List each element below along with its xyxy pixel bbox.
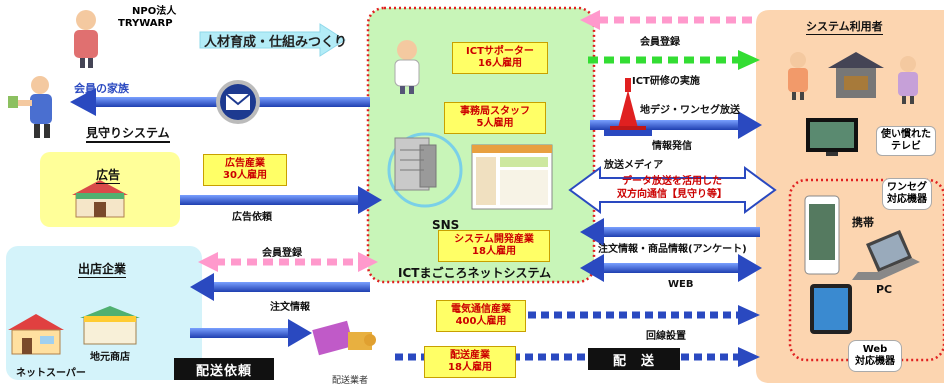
ad-jobs-line1: 広告産業 bbox=[225, 158, 265, 169]
office-line2: 5人雇用 bbox=[476, 118, 514, 129]
ict-training-label: ICT研修の実施 bbox=[632, 76, 700, 87]
pc-label: PC bbox=[876, 283, 893, 296]
laptop-icon bbox=[852, 230, 920, 280]
oneseg-line1: ワンセグ bbox=[887, 182, 927, 193]
mobile-label: 携帯 bbox=[852, 216, 874, 229]
ad-jobs-line2: 30人雇用 bbox=[223, 170, 267, 181]
order-left-arrow bbox=[190, 273, 370, 301]
stores-title: 出店企業 bbox=[78, 262, 127, 278]
ad-request-arrow bbox=[180, 186, 382, 214]
tv-tower-icon bbox=[604, 78, 652, 136]
npo-line1: NPO法人 bbox=[132, 6, 177, 17]
telecom-line2: 400人雇用 bbox=[455, 316, 507, 327]
local-shop-label: 地元商店 bbox=[90, 352, 130, 363]
supporter-line2: 16人雇用 bbox=[478, 58, 522, 69]
ad-jobs-box: 広告産業 30人雇用 bbox=[203, 154, 287, 186]
tv-line1: 使い慣れた bbox=[881, 129, 931, 140]
user-person-icon-2 bbox=[898, 56, 918, 104]
pink-arrow-left bbox=[198, 252, 378, 272]
web-device-line1: Web bbox=[862, 344, 888, 355]
telecom-arrow bbox=[528, 305, 760, 325]
green-arrow bbox=[588, 50, 760, 70]
member-reg-left-label: 会員登録 bbox=[262, 248, 302, 259]
users-region bbox=[756, 10, 944, 383]
office-box: 事務局スタッフ 5人雇用 bbox=[444, 102, 546, 134]
npo-tagline: 人材育成・仕組みつくり bbox=[204, 35, 348, 50]
telecom-box: 電気通信産業 400人雇用 bbox=[436, 300, 526, 332]
tv-icon bbox=[806, 118, 858, 156]
interactive-label: データ放送を活用した 双方向通信【見守り等】 bbox=[612, 175, 732, 201]
npo-line2: TRYWARP bbox=[118, 18, 173, 29]
house-icon bbox=[828, 52, 884, 98]
store-icon bbox=[72, 180, 128, 218]
envelope-icon bbox=[216, 80, 260, 124]
interactive-double-arrow bbox=[568, 166, 777, 214]
users-title: システム利用者 bbox=[806, 20, 883, 35]
local-shop-icon bbox=[80, 306, 140, 345]
oneseg-label: ワンセグ 対応機器 bbox=[882, 178, 932, 210]
order-info-label: 注文情報・商品情報(アンケート) bbox=[598, 244, 747, 255]
tv-line2: テレビ bbox=[891, 141, 921, 152]
server-icon bbox=[387, 132, 463, 208]
delivery-line1: 配送産業 bbox=[450, 350, 490, 361]
dev-line1: システム開発産業 bbox=[454, 234, 534, 245]
web-page-icon bbox=[471, 144, 553, 210]
delivery-line2: 18人雇用 bbox=[448, 362, 492, 373]
ad-request-label: 広告依頼 bbox=[232, 212, 272, 223]
web-device-line2: 対応機器 bbox=[855, 356, 895, 367]
mobile-phone-icon bbox=[804, 195, 840, 275]
delivery-request-arrow bbox=[190, 319, 312, 347]
broadcast-label: 地デジ・ワンセグ放送 bbox=[640, 105, 740, 116]
dev-line2: 18人雇用 bbox=[472, 246, 516, 257]
interactive-line1: データ放送を活用した bbox=[622, 176, 722, 187]
courier-label: 配送業者 bbox=[332, 376, 369, 386]
net-super-label: ネットスーパー bbox=[16, 368, 86, 379]
web-device-label: Web 対応機器 bbox=[848, 340, 902, 372]
npo-arrow bbox=[199, 23, 346, 57]
dev-box: システム開発産業 18人雇用 bbox=[438, 230, 550, 262]
tv-label: 使い慣れた テレビ bbox=[876, 126, 936, 156]
net-super-icon bbox=[8, 314, 64, 355]
system-name: ICTまごころネットシステム bbox=[398, 266, 552, 280]
telecom-line1: 電気通信産業 bbox=[451, 304, 511, 315]
family-person-icon bbox=[8, 76, 52, 138]
family-system-label: 見守りシステム bbox=[86, 124, 170, 143]
delivery-jobs-box: 配送産業 18人雇用 bbox=[424, 346, 516, 378]
order-left-label: 注文情報 bbox=[270, 302, 310, 313]
line-setup-label: 回線設置 bbox=[646, 331, 686, 342]
sns-label: SNS bbox=[432, 218, 460, 232]
family-label: 会員の家族 bbox=[74, 82, 129, 95]
info-send-label: 情報発信 bbox=[652, 141, 692, 152]
user-person-icon-1 bbox=[788, 52, 808, 100]
supporter-box: ICTサポーター 16人雇用 bbox=[452, 42, 548, 74]
delivery-label-box: 配 送 bbox=[588, 348, 680, 370]
tablet-icon bbox=[810, 284, 852, 334]
media-label: 放送メディア bbox=[604, 160, 664, 171]
order-info-arrow bbox=[580, 218, 760, 246]
member-reg-top-label: 会員登録 bbox=[640, 37, 680, 48]
ad-title: 広告 bbox=[96, 168, 121, 184]
npo-person-icon bbox=[74, 10, 98, 68]
npo-label: NPO法人 TRYWARP bbox=[118, 6, 176, 30]
interactive-line2: 双方向通信【見守り等】 bbox=[617, 189, 727, 200]
courier-icon bbox=[312, 320, 376, 356]
supporter-person-icon bbox=[394, 40, 420, 94]
office-line1: 事務局スタッフ bbox=[460, 106, 530, 117]
pink-arrow-top bbox=[580, 10, 752, 30]
web-double-arrow bbox=[580, 254, 762, 282]
broadcast-arrow bbox=[590, 111, 762, 139]
web-label: WEB bbox=[668, 279, 694, 290]
delivery-request-box: 配送依頼 bbox=[174, 358, 274, 380]
oneseg-line2: 対応機器 bbox=[887, 194, 927, 205]
supporter-line1: ICTサポーター bbox=[466, 46, 534, 57]
